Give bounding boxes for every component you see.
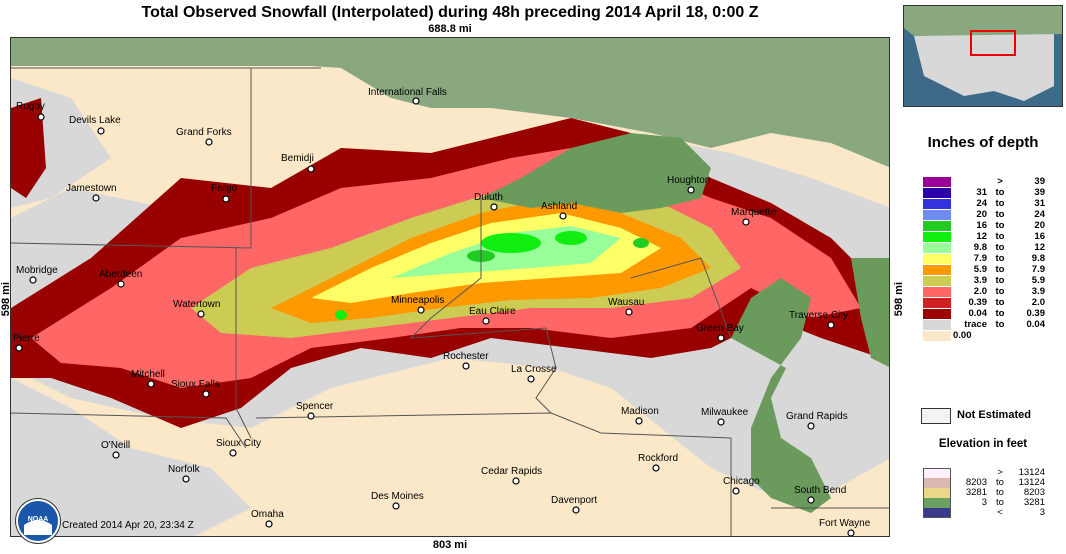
city-sioux-falls: Sioux Falls bbox=[171, 379, 220, 390]
city-labels: Rugby Devils Lake Grand Forks Internatio… bbox=[13, 87, 871, 529]
lake-michigan bbox=[731, 278, 831, 513]
city-norfolk: Norfolk bbox=[168, 464, 201, 475]
city-watertown: Watertown bbox=[173, 299, 220, 310]
city-rochester: Rochester bbox=[443, 351, 489, 362]
noaa-logo: NOAA bbox=[16, 499, 60, 543]
city-des-moines: Des Moines bbox=[371, 491, 424, 502]
lake-superior bbox=[481, 133, 711, 213]
city-fort-wayne: Fort Wayne bbox=[819, 518, 871, 529]
city-wausau: Wausau bbox=[608, 297, 644, 308]
city-pierre: Pierre bbox=[13, 333, 40, 344]
city-spencer: Spencer bbox=[296, 401, 334, 412]
city-chicago: Chicago bbox=[723, 476, 760, 487]
city-international-falls: International Falls bbox=[368, 87, 447, 98]
bottom-scale-label: 803 mi bbox=[432, 539, 468, 551]
city-rugby: Rugby bbox=[16, 101, 45, 112]
legend-title: Inches of depth bbox=[927, 134, 1039, 151]
top-scale-label: 688.8 mi bbox=[428, 23, 472, 35]
svg-text:NOAA: NOAA bbox=[28, 516, 49, 523]
city-rockford: Rockford bbox=[638, 453, 678, 464]
snowfall-map[interactable]: Rugby Devils Lake Grand Forks Internatio… bbox=[10, 37, 890, 537]
city-mobridge: Mobridge bbox=[16, 265, 58, 276]
city-markers bbox=[15, 97, 855, 536]
city-madison: Madison bbox=[621, 406, 659, 417]
lake-huron bbox=[851, 258, 889, 367]
map-canvas: Rugby Devils Lake Grand Forks Internatio… bbox=[11, 38, 889, 536]
city-ashland: Ashland bbox=[541, 201, 577, 212]
city-grand-forks: Grand Forks bbox=[176, 127, 232, 138]
inset-region-marker bbox=[970, 30, 1016, 56]
city-oneill: O'Neill bbox=[101, 440, 130, 451]
city-bemidji: Bemidji bbox=[281, 153, 314, 164]
city-houghton: Houghton bbox=[667, 175, 710, 186]
city-minneapolis: Minneapolis bbox=[391, 295, 444, 306]
city-cedar-rapids: Cedar Rapids bbox=[481, 466, 542, 477]
city-traverse-city: Traverse City bbox=[789, 310, 848, 321]
not-estimated-swatch bbox=[921, 408, 951, 424]
city-omaha: Omaha bbox=[251, 509, 284, 520]
city-jamestown: Jamestown bbox=[66, 183, 117, 194]
city-mitchell: Mitchell bbox=[131, 369, 165, 380]
city-eau-claire: Eau Claire bbox=[469, 306, 516, 317]
not-estimated-label: Not Estimated bbox=[957, 409, 1031, 421]
city-sioux-city: Sioux City bbox=[216, 438, 261, 449]
city-fargo: Fargo bbox=[211, 183, 238, 194]
inset-locator-map bbox=[903, 5, 1063, 107]
city-la-crosse: La Crosse bbox=[511, 364, 557, 375]
elevation-legend-title: Elevation in feet bbox=[938, 438, 1028, 450]
city-south-bend: South Bend bbox=[794, 485, 846, 496]
city-duluth: Duluth bbox=[474, 192, 503, 203]
city-green-bay: Green Bay bbox=[696, 323, 744, 334]
canada-region bbox=[11, 38, 889, 168]
city-devils-lake: Devils Lake bbox=[69, 115, 121, 126]
city-grand-rapids: Grand Rapids bbox=[786, 411, 848, 422]
city-davenport: Davenport bbox=[551, 495, 597, 506]
city-milwaukee: Milwaukee bbox=[701, 407, 749, 418]
city-marquette: Marquette bbox=[731, 207, 776, 218]
map-title: Total Observed Snowfall (Interpolated) d… bbox=[141, 4, 759, 21]
state-borders bbox=[11, 67, 889, 536]
city-aberdeen: Aberdeen bbox=[99, 269, 142, 280]
created-timestamp: Created 2014 Apr 20, 23:34 Z bbox=[62, 520, 194, 531]
